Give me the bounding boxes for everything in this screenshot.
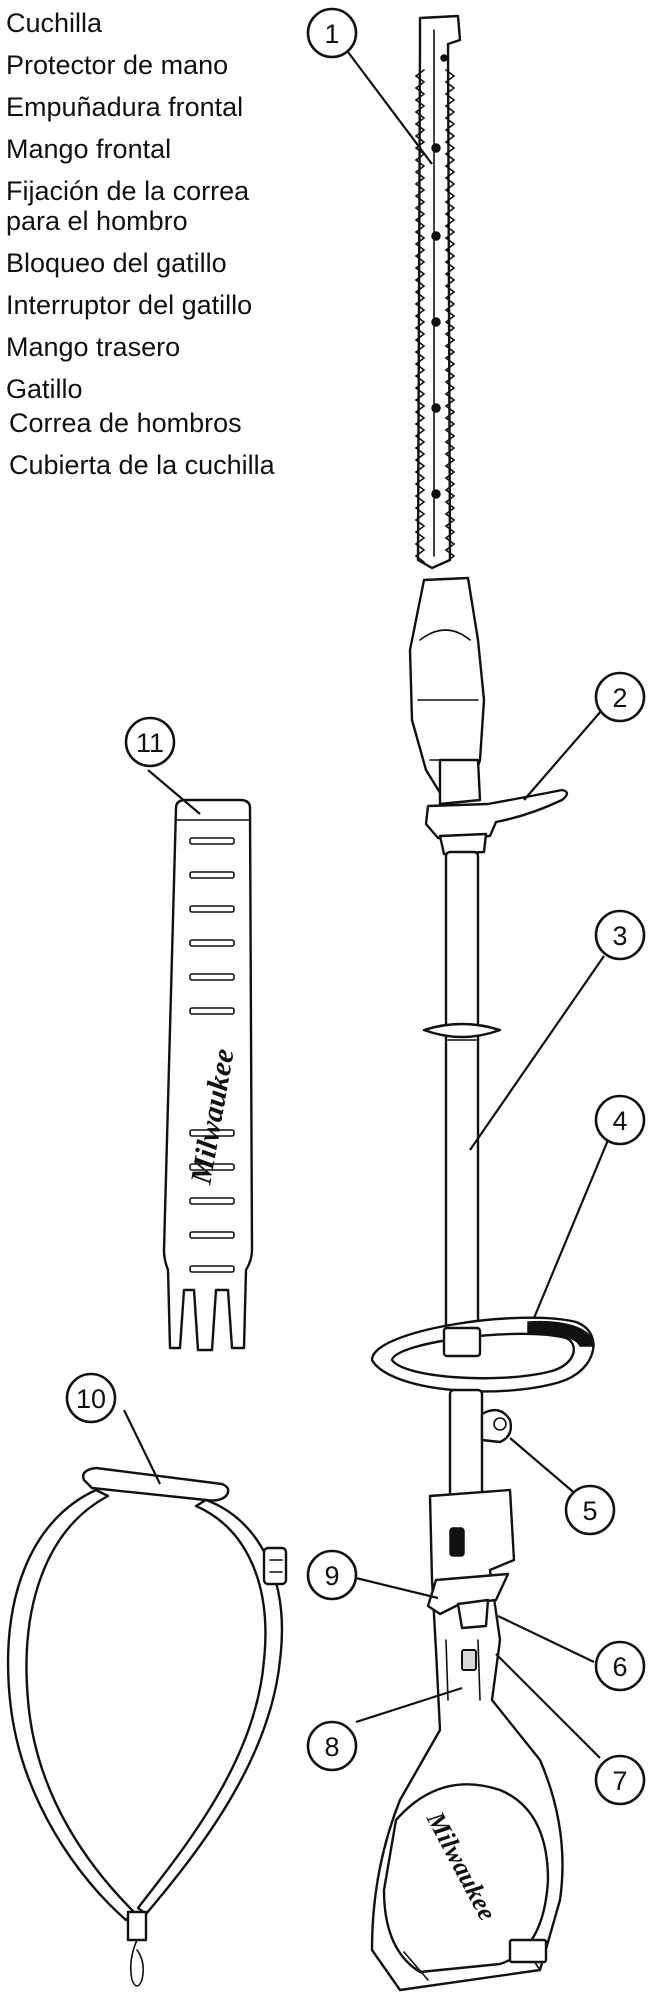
svg-text:2: 2 [612,683,627,713]
legend-item-7: Interruptor del gatillo [6,290,253,320]
callout-4: 4 [594,1094,646,1146]
parts-legend: Cuchilla Protector de mano Empuñadura fr… [0,0,400,480]
callout-11: 11 [124,716,176,768]
legend-item-2: Protector de mano [6,50,229,80]
legend-item-4: Mango frontal [6,134,172,164]
blade-cover-slots [189,837,235,1273]
rear-handle: Milwaukee [370,1488,564,1992]
legend-item-5: Fijación de la correa para el hombro [6,176,250,236]
trigger-lockout [456,1598,490,1630]
callout-1: 1 [306,7,358,59]
front-grip [422,850,502,1334]
callout-10: 10 [65,1372,117,1424]
legend-item-11: . Cubierta de la cuchilla [0,450,275,480]
shoulder-strap [6,1466,288,1987]
svg-text:5: 5 [582,1496,597,1526]
lower-shaft [448,1388,513,1502]
callout-5: 5 [564,1484,616,1536]
strap-buckle [262,1546,288,1586]
svg-text:11: 11 [136,728,164,758]
svg-text:9: 9 [324,1561,339,1591]
legend-item-3: Empuñadura frontal [6,92,244,122]
front-handle [370,1316,595,1393]
legend-item-8: Mango trasero [6,332,181,362]
svg-text:4: 4 [612,1106,627,1136]
callout-6: 6 [594,1640,646,1692]
svg-text:1: 1 [324,19,339,49]
legend-item-1: Cuchilla [6,8,103,38]
callout-2: 2 [594,671,646,723]
svg-text:10: 10 [76,1384,106,1414]
gear-head [408,576,486,806]
blade-cover: Milwaukee [162,798,254,1352]
blade [414,14,462,570]
svg-text:7: 7 [612,1766,627,1796]
legend-item-9: Gatillo [6,374,83,404]
strap-attachment [480,1408,513,1444]
svg-text:3: 3 [612,921,627,951]
callout-3: 3 [594,909,646,961]
leader-lines [123,51,610,1759]
callout-7: 7 [594,1754,646,1806]
callout-9: 9 [306,1549,358,1601]
trigger [461,1649,477,1671]
svg-text:8: 8 [324,1732,339,1762]
legend-item-10: . Correa de hombros [0,408,242,438]
hedge-trimmer: Milwaukee [370,14,595,1992]
callout-8: 8 [306,1720,358,1772]
legend-item-6: Bloqueo del gatillo [6,248,227,278]
svg-text:6: 6 [612,1652,627,1682]
